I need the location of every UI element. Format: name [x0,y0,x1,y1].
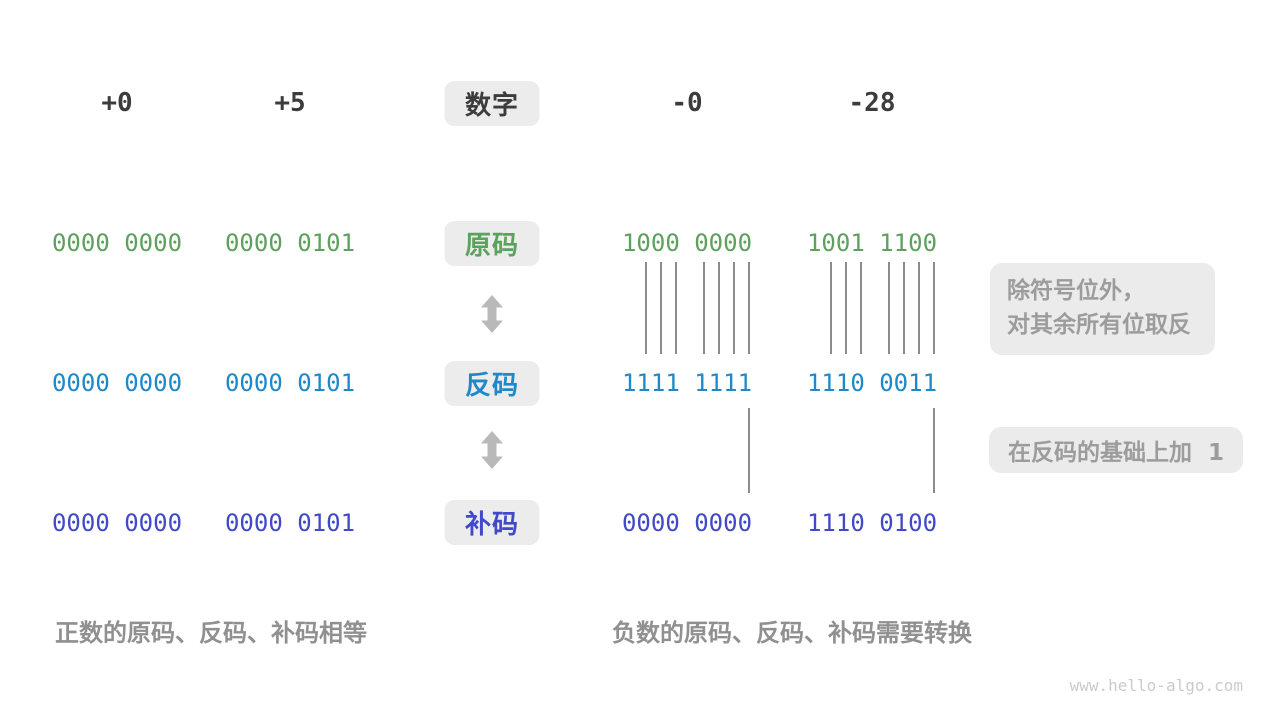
bit-connector-line [860,262,862,354]
bit-connector-line [748,408,750,493]
bit-connector-line [918,262,920,354]
convert-arrow-icon [480,431,504,473]
bit-connector-line [903,262,905,354]
binary-value: 0000 0101 [224,509,356,537]
number-label-neg-28: -28 [848,88,896,118]
bit-connector-line [718,262,720,354]
bit-connector-line [933,408,935,493]
binary-value: 0000 0101 [224,369,356,397]
note-add-one: 在反码的基础上加 1 [989,427,1243,473]
watermark-url: www.hello-algo.com [1069,676,1243,695]
binary-value: 1110 0100 [806,509,938,537]
binary-value: 1000 0000 [621,229,753,257]
binary-value: 0000 0101 [224,229,356,257]
binary-value: 1110 0011 [806,369,938,397]
bit-connector-line [645,262,647,354]
caption-negative: 负数的原码、反码、补码需要转换 [612,619,972,647]
bit-connector-line [933,262,935,354]
badge-twos-complement: 补码 [444,500,540,545]
caption-positive: 正数的原码、反码、补码相等 [55,619,367,647]
bit-connector-line [675,262,677,354]
note-invert-bits: 除符号位外， 对其余所有位取反 [990,263,1215,355]
bit-connector-line [830,262,832,354]
badge-number: 数字 [444,81,540,126]
bit-connector-line [748,262,750,354]
note-line: 除符号位外， [1007,278,1145,304]
number-label-neg-0: -0 [671,88,703,118]
note-line: 对其余所有位取反 [1007,312,1191,338]
binary-value: 1111 1111 [621,369,753,397]
binary-value: 0000 0000 [51,509,183,537]
number-label-pos-0: +0 [101,88,133,118]
bit-connector-line [733,262,735,354]
bit-connector-line [660,262,662,354]
number-label-pos-5: +5 [274,88,306,118]
badge-sign-magnitude: 原码 [444,221,540,266]
bit-connector-line [888,262,890,354]
binary-value: 0000 0000 [621,509,753,537]
badge-ones-complement: 反码 [444,361,540,406]
binary-value: 0000 0000 [51,369,183,397]
bit-connector-line [845,262,847,354]
binary-value: 0000 0000 [51,229,183,257]
bit-connector-line [703,262,705,354]
convert-arrow-icon [480,295,504,337]
binary-value: 1001 1100 [806,229,938,257]
